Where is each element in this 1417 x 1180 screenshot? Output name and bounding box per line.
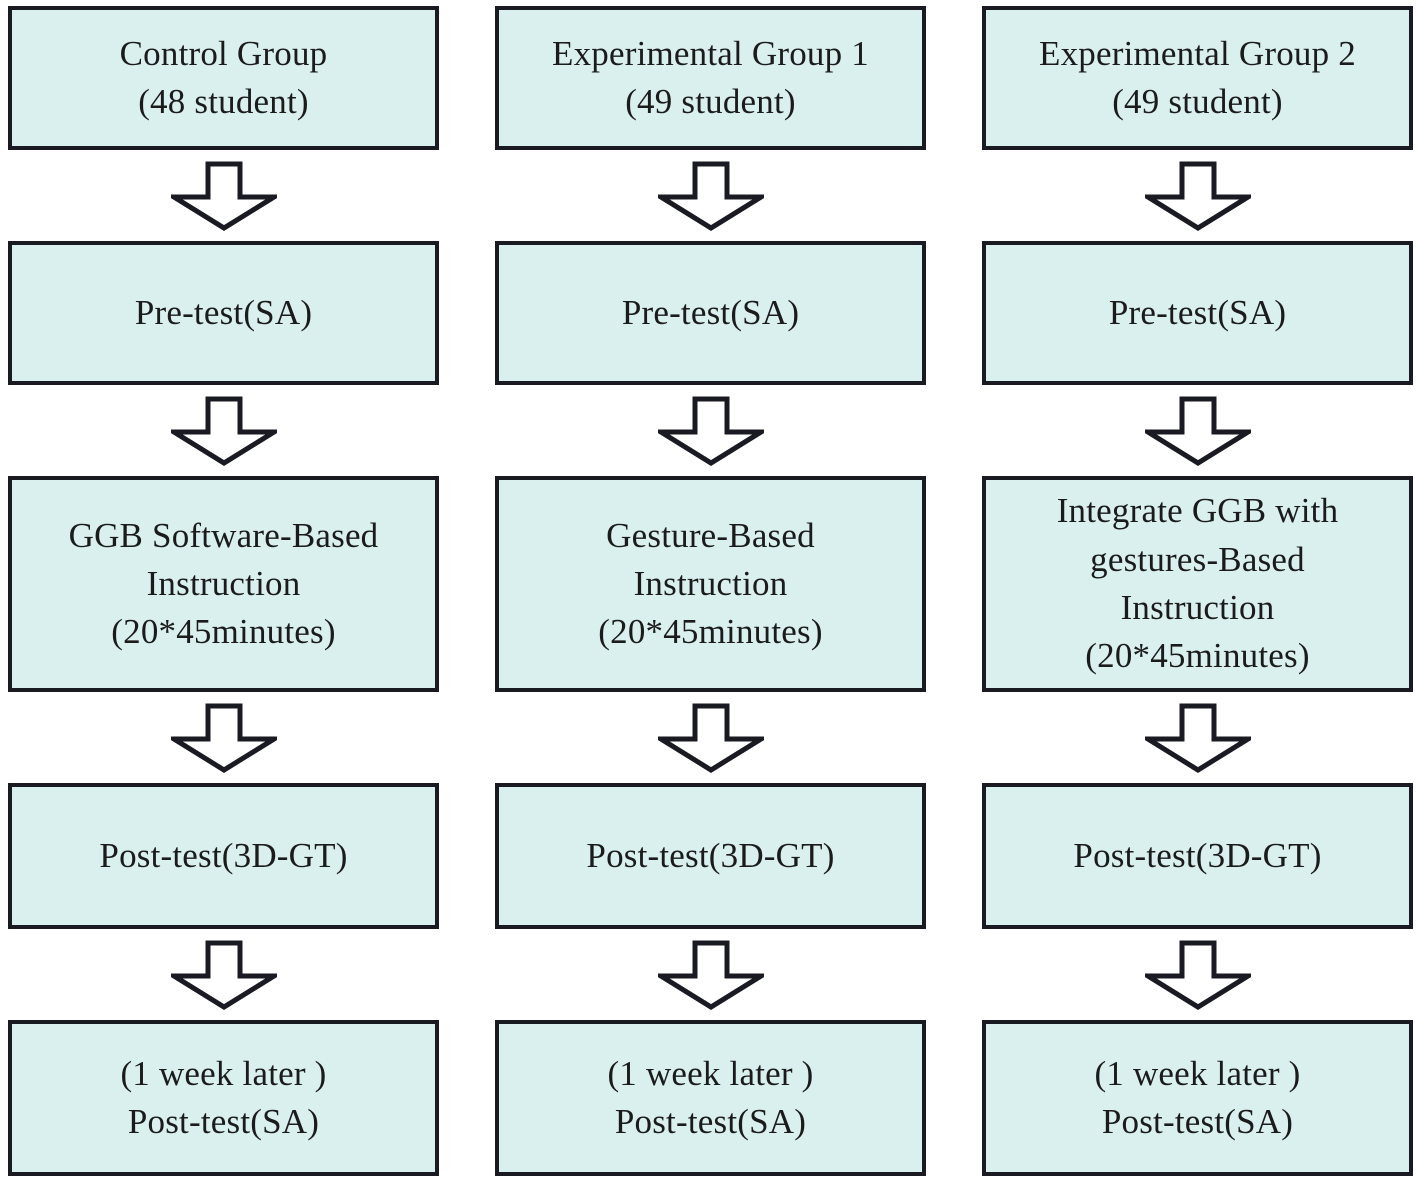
flow-box-posttest: Post-test(3D-GT)	[8, 783, 439, 929]
flow-box-label: (1 week later ) Post-test(SA)	[120, 1053, 327, 1141]
flow-box-pretest: Pre-test(SA)	[8, 241, 439, 385]
flow-box-label: Pre-test(SA)	[134, 292, 313, 332]
flow-box-label: Pre-test(SA)	[1108, 292, 1287, 332]
down-arrow-icon	[8, 692, 439, 783]
flow-box-instruction: Integrate GGB with gestures-Based Instru…	[982, 476, 1413, 692]
flow-box-pretest: Pre-test(SA)	[495, 241, 926, 385]
flow-box-label: Integrate GGB with gestures-Based Instru…	[1056, 491, 1339, 676]
down-arrow-icon	[495, 692, 926, 783]
down-arrow-icon	[495, 150, 926, 241]
down-arrow-icon	[8, 150, 439, 241]
down-arrow-icon	[982, 385, 1413, 476]
flow-box-delayed-posttest: (1 week later ) Post-test(SA)	[8, 1020, 439, 1176]
down-arrow-icon	[982, 929, 1413, 1020]
flow-box-posttest: Post-test(3D-GT)	[982, 783, 1413, 929]
flow-box-label: Gesture-Based Instruction (20*45minutes)	[598, 515, 823, 652]
flow-box-pretest: Pre-test(SA)	[982, 241, 1413, 385]
column-experimental-group-2: Experimental Group 2 (49 student) Pre-te…	[982, 6, 1413, 1176]
down-arrow-icon	[8, 385, 439, 476]
flow-box-delayed-posttest: (1 week later ) Post-test(SA)	[495, 1020, 926, 1176]
flow-box-label: Experimental Group 2 (49 student)	[1039, 33, 1356, 121]
down-arrow-icon	[982, 692, 1413, 783]
flow-box-label: (1 week later ) Post-test(SA)	[607, 1053, 814, 1141]
down-arrow-icon	[982, 150, 1413, 241]
flow-box-posttest: Post-test(3D-GT)	[495, 783, 926, 929]
flow-box-label: Post-test(3D-GT)	[586, 835, 835, 875]
flow-box-label: Control Group (48 student)	[119, 33, 328, 121]
column-experimental-group-1: Experimental Group 1 (49 student) Pre-te…	[495, 6, 926, 1176]
flow-box-label: Post-test(3D-GT)	[1073, 835, 1322, 875]
column-control-group: Control Group (48 student) Pre-test(SA) …	[8, 6, 439, 1176]
flow-box-label: (1 week later ) Post-test(SA)	[1094, 1053, 1301, 1141]
flow-box-delayed-posttest: (1 week later ) Post-test(SA)	[982, 1020, 1413, 1176]
flow-box-instruction: Gesture-Based Instruction (20*45minutes)	[495, 476, 926, 692]
flow-box-group: Experimental Group 2 (49 student)	[982, 6, 1413, 150]
flow-box-label: Experimental Group 1 (49 student)	[552, 33, 869, 121]
flow-box-group: Experimental Group 1 (49 student)	[495, 6, 926, 150]
down-arrow-icon	[8, 929, 439, 1020]
flow-box-label: Post-test(3D-GT)	[99, 835, 348, 875]
flow-box-instruction: GGB Software-Based Instruction (20*45min…	[8, 476, 439, 692]
down-arrow-icon	[495, 385, 926, 476]
flow-box-label: GGB Software-Based Instruction (20*45min…	[68, 515, 379, 652]
down-arrow-icon	[495, 929, 926, 1020]
flow-box-group: Control Group (48 student)	[8, 6, 439, 150]
flow-box-label: Pre-test(SA)	[621, 292, 800, 332]
